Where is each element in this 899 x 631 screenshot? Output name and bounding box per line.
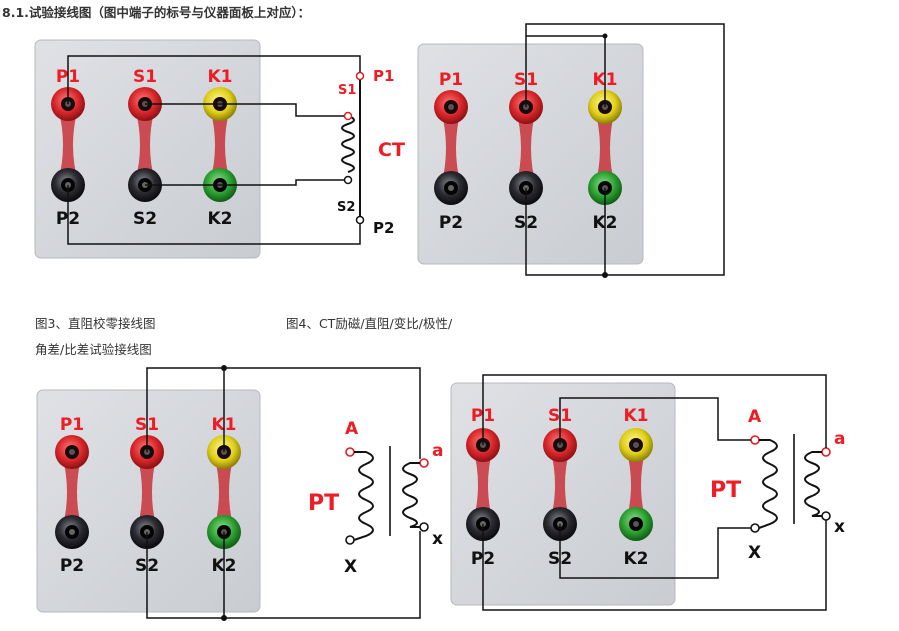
ct-p2-label: P2 xyxy=(373,219,394,237)
link-shape xyxy=(210,108,230,182)
pt-X-label: X xyxy=(344,557,357,577)
junction-dot xyxy=(602,33,608,39)
link-shape xyxy=(441,110,461,186)
caption-fig4: 图4、CT励磁/直阻/变比/极性/ xyxy=(286,316,453,331)
pt-A-label: A xyxy=(748,407,762,427)
pt-a-label: a xyxy=(834,429,845,449)
link-shape xyxy=(473,448,493,522)
label-k1: K1 xyxy=(623,406,648,426)
jack-p1[interactable] xyxy=(55,435,89,469)
pt-transformer-1: A a PT X x xyxy=(308,419,443,577)
junction-dot xyxy=(221,365,227,371)
label-s1: S1 xyxy=(133,67,157,87)
pt-transformer-2: A a PT X x xyxy=(710,407,845,563)
link-shape xyxy=(595,110,615,186)
ct-p2-terminal xyxy=(355,215,365,225)
jack-p1[interactable] xyxy=(434,90,468,124)
pt-a-terminal xyxy=(419,458,429,468)
fig6-wires xyxy=(482,374,827,611)
label-p2: P2 xyxy=(439,213,463,233)
junction-dot xyxy=(221,615,227,621)
jack-k1[interactable] xyxy=(619,428,653,462)
section-heading: 8.1.试验接线图（图中端子的标号与仪器面板上对应）： xyxy=(2,5,311,20)
pt-x-label: x xyxy=(834,517,845,537)
ct-coil xyxy=(341,115,355,173)
ct-name-label: CT xyxy=(378,139,405,161)
ct-s1-label: S1 xyxy=(338,83,356,98)
ct-s2-label: S2 xyxy=(337,200,355,215)
pt-a-terminal xyxy=(821,447,831,457)
pt-x-label: x xyxy=(432,529,443,549)
link-shape xyxy=(62,455,82,530)
panel-3: P1 S1 K1 P2 S2 K2 xyxy=(36,389,261,613)
pt-secondary-coil xyxy=(804,451,822,517)
label-p2: P2 xyxy=(60,556,84,576)
link-shape xyxy=(58,108,78,182)
pt-a-label: a xyxy=(432,441,443,461)
pt-secondary-coil xyxy=(402,462,420,528)
pt-x-terminal xyxy=(821,511,831,521)
link-shape xyxy=(516,110,536,186)
pt-A-terminal xyxy=(345,447,355,457)
link-shape xyxy=(137,455,157,530)
jack-p2[interactable] xyxy=(434,171,468,205)
fig5-wires xyxy=(146,367,421,619)
jack-k2[interactable] xyxy=(619,507,653,541)
label-s2: S2 xyxy=(133,209,157,229)
pt-A-label: A xyxy=(345,419,359,439)
link-shape xyxy=(135,108,155,182)
label-k1: K1 xyxy=(207,67,232,87)
label-k2: K2 xyxy=(623,549,648,569)
panel-4: P1 S1 K1 P2 S2 K2 xyxy=(450,382,676,606)
link-shape xyxy=(214,455,234,530)
jack-p2[interactable] xyxy=(55,515,89,549)
caption-fig3: 图3、直阻校零接线图 xyxy=(35,316,156,331)
pt-name-label: PT xyxy=(710,478,741,503)
pt-primary-coil xyxy=(353,451,374,541)
pt-X-label: X xyxy=(748,543,761,563)
pt-A-terminal xyxy=(750,435,760,445)
fig3-wires xyxy=(67,55,361,245)
pt-X-terminal xyxy=(750,523,760,533)
panel-2: P1 S1 K1 P2 S2 K2 xyxy=(417,43,644,265)
caption-fig4-continued: 角差/比差试验接线图 xyxy=(35,342,152,357)
label-p1: P1 xyxy=(60,415,84,435)
link-shape xyxy=(550,448,570,522)
ct-s2-terminal xyxy=(343,175,353,185)
label-k2: K2 xyxy=(207,209,232,229)
pt-primary-coil xyxy=(758,439,778,529)
ct-s1-terminal xyxy=(343,111,353,121)
junction-dot xyxy=(602,272,608,278)
panel-1: P1 S1 K1 P2 S2 K2 xyxy=(34,39,261,259)
pt-name-label: PT xyxy=(308,491,339,516)
pt-X-terminal xyxy=(345,535,355,545)
ct-p1-terminal xyxy=(355,71,365,81)
label-p1: P1 xyxy=(439,70,463,90)
pt-x-terminal xyxy=(419,522,429,532)
ct-transformer: S1 P1 CT S2 P2 xyxy=(337,67,405,237)
link-shape xyxy=(626,448,646,522)
ct-p1-label: P1 xyxy=(373,67,394,85)
